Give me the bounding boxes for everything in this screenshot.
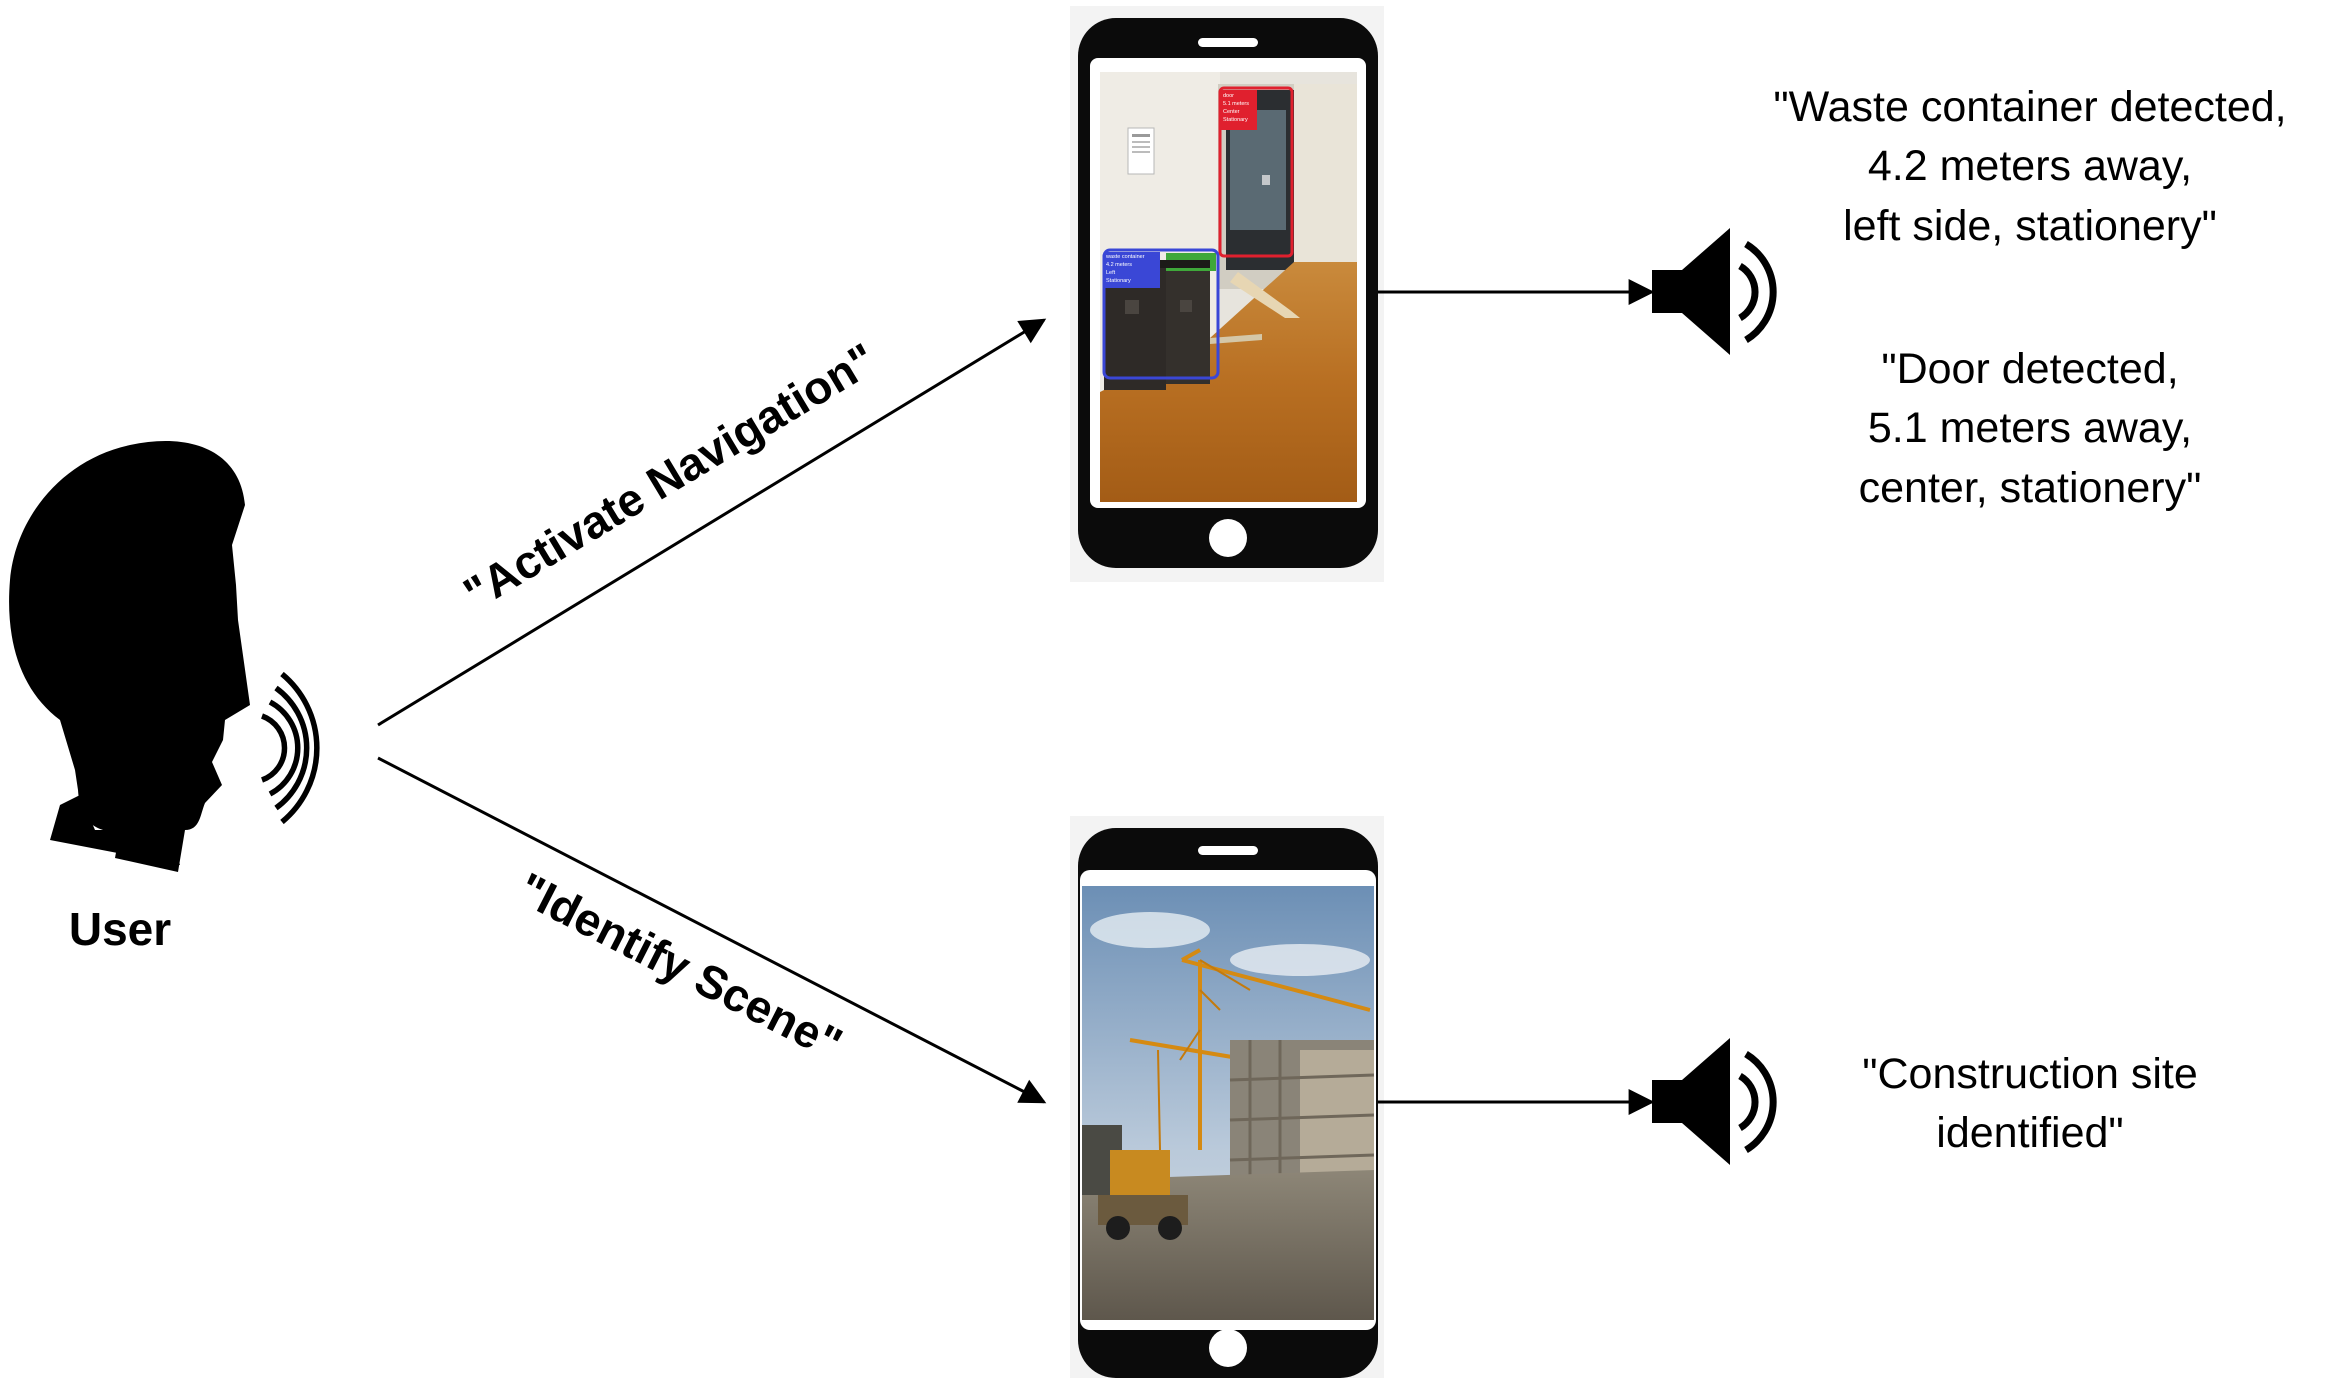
arrow-to-navigation-phone [377,318,1047,727]
head-speaking-icon [9,440,320,872]
construction-camera-view [1082,886,1375,1320]
navigation-camera-view [1100,72,1357,502]
waste-detection-label: waste container 4.2 meters Left Stationa… [1106,254,1145,284]
response-waste-container: "Waste container detected, 4.2 meters aw… [1773,83,2287,250]
door-detection-label: door 5.1 meters Center Stationary [1223,93,1249,123]
user-label: User [68,903,172,955]
response-construction-site: "Construction site identified" [1862,1050,2198,1158]
speaker-icon [1652,228,1777,355]
speaker-icon [1652,1038,1777,1165]
arrow-to-scene-phone [377,756,1047,1104]
response-door: "Door detected, 5.1 meters away, center,… [1858,345,2202,512]
